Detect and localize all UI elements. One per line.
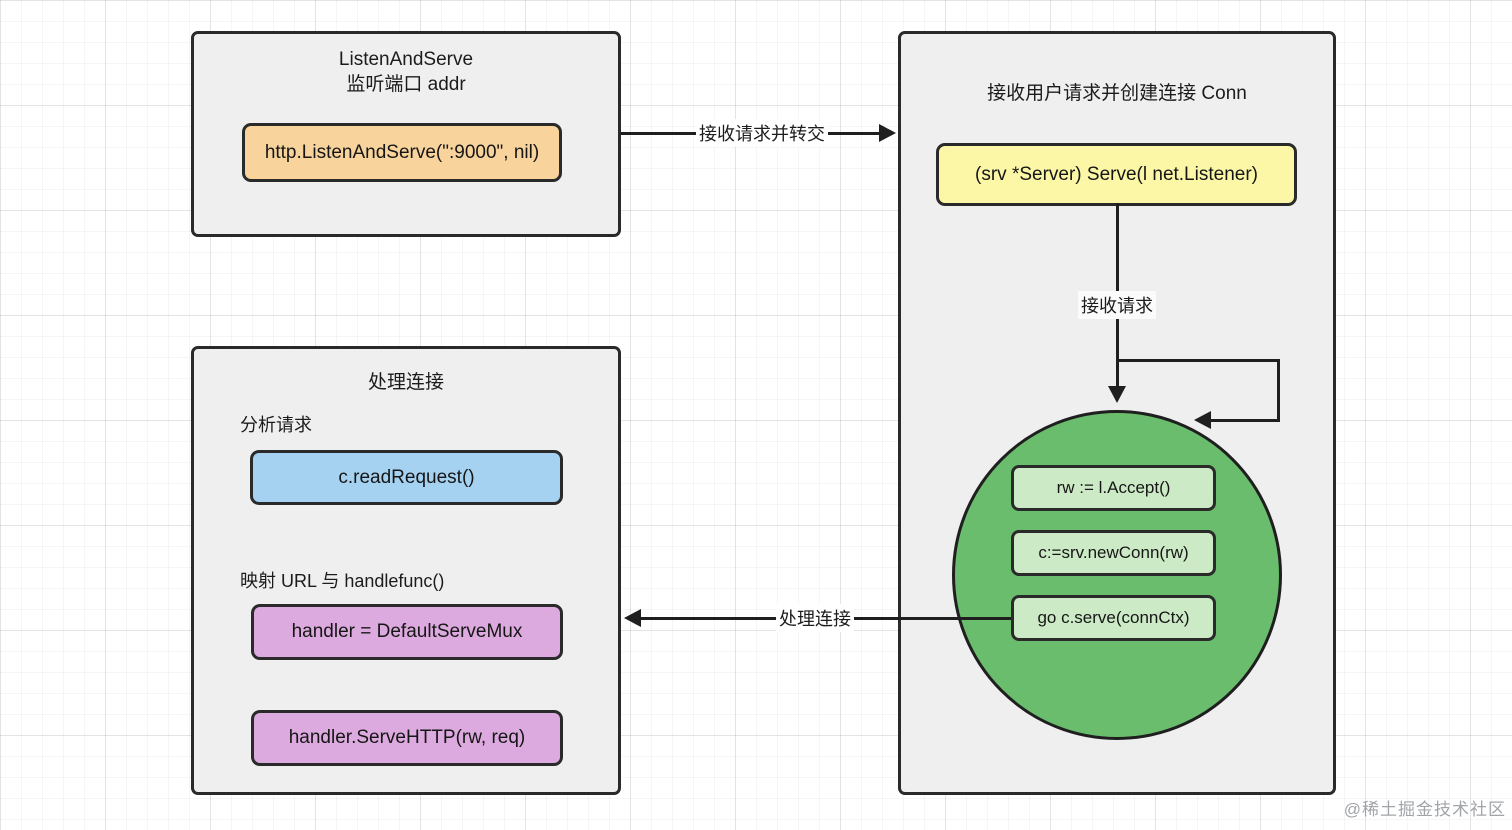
analyze-request-label: 分析请求 xyxy=(240,415,312,435)
watermark: @稀土掘金技术社区 xyxy=(1343,800,1506,819)
accept-step-node: rw := l.Accept() xyxy=(1011,465,1216,511)
accept-arrowhead xyxy=(1108,386,1126,403)
loop-arrow-right-line xyxy=(1277,358,1280,422)
serve-http-node: handler.ServeHTTP(rw, req) xyxy=(251,710,563,766)
listen-panel-title-line2: 监听端口 addr xyxy=(346,74,466,95)
serve-code-node: (srv *Server) Serve(l net.Listener) xyxy=(936,143,1297,206)
read-request-node: c.readRequest() xyxy=(250,450,563,505)
handle-conn-panel: 处理连接 分析请求 c.readRequest() 映射 URL 与 handl… xyxy=(191,346,621,795)
default-serve-mux-node: handler = DefaultServeMux xyxy=(251,604,563,660)
accept-arrow-label: 接收请求 xyxy=(1078,291,1156,319)
handle-conn-arrow-label: 处理连接 xyxy=(776,604,854,632)
listen-and-serve-code-node: http.ListenAndServe(":9000", nil) xyxy=(242,123,562,182)
loop-arrow-top-line xyxy=(1117,358,1280,362)
handle-panel-title: 处理连接 xyxy=(367,372,444,393)
new-conn-step-node: c:=srv.newConn(rw) xyxy=(1011,530,1216,576)
go-serve-step-node: go c.serve(connCtx) xyxy=(1011,595,1216,641)
loop-arrow-bottom-line xyxy=(1208,418,1280,422)
map-url-label: 映射 URL 与 handlefunc() xyxy=(240,571,445,591)
forward-arrow-label: 接收请求并转交 xyxy=(696,119,828,147)
forward-arrowhead xyxy=(879,124,896,142)
accept-conn-panel-title: 接收用户请求并创建连接 Conn xyxy=(987,83,1247,104)
handle-conn-arrowhead xyxy=(624,609,641,627)
loop-arrowhead xyxy=(1194,411,1211,429)
listen-panel-title-line1: ListenAndServe xyxy=(338,49,474,70)
listen-and-serve-panel: ListenAndServe 监听端口 addr http.ListenAndS… xyxy=(191,31,621,237)
